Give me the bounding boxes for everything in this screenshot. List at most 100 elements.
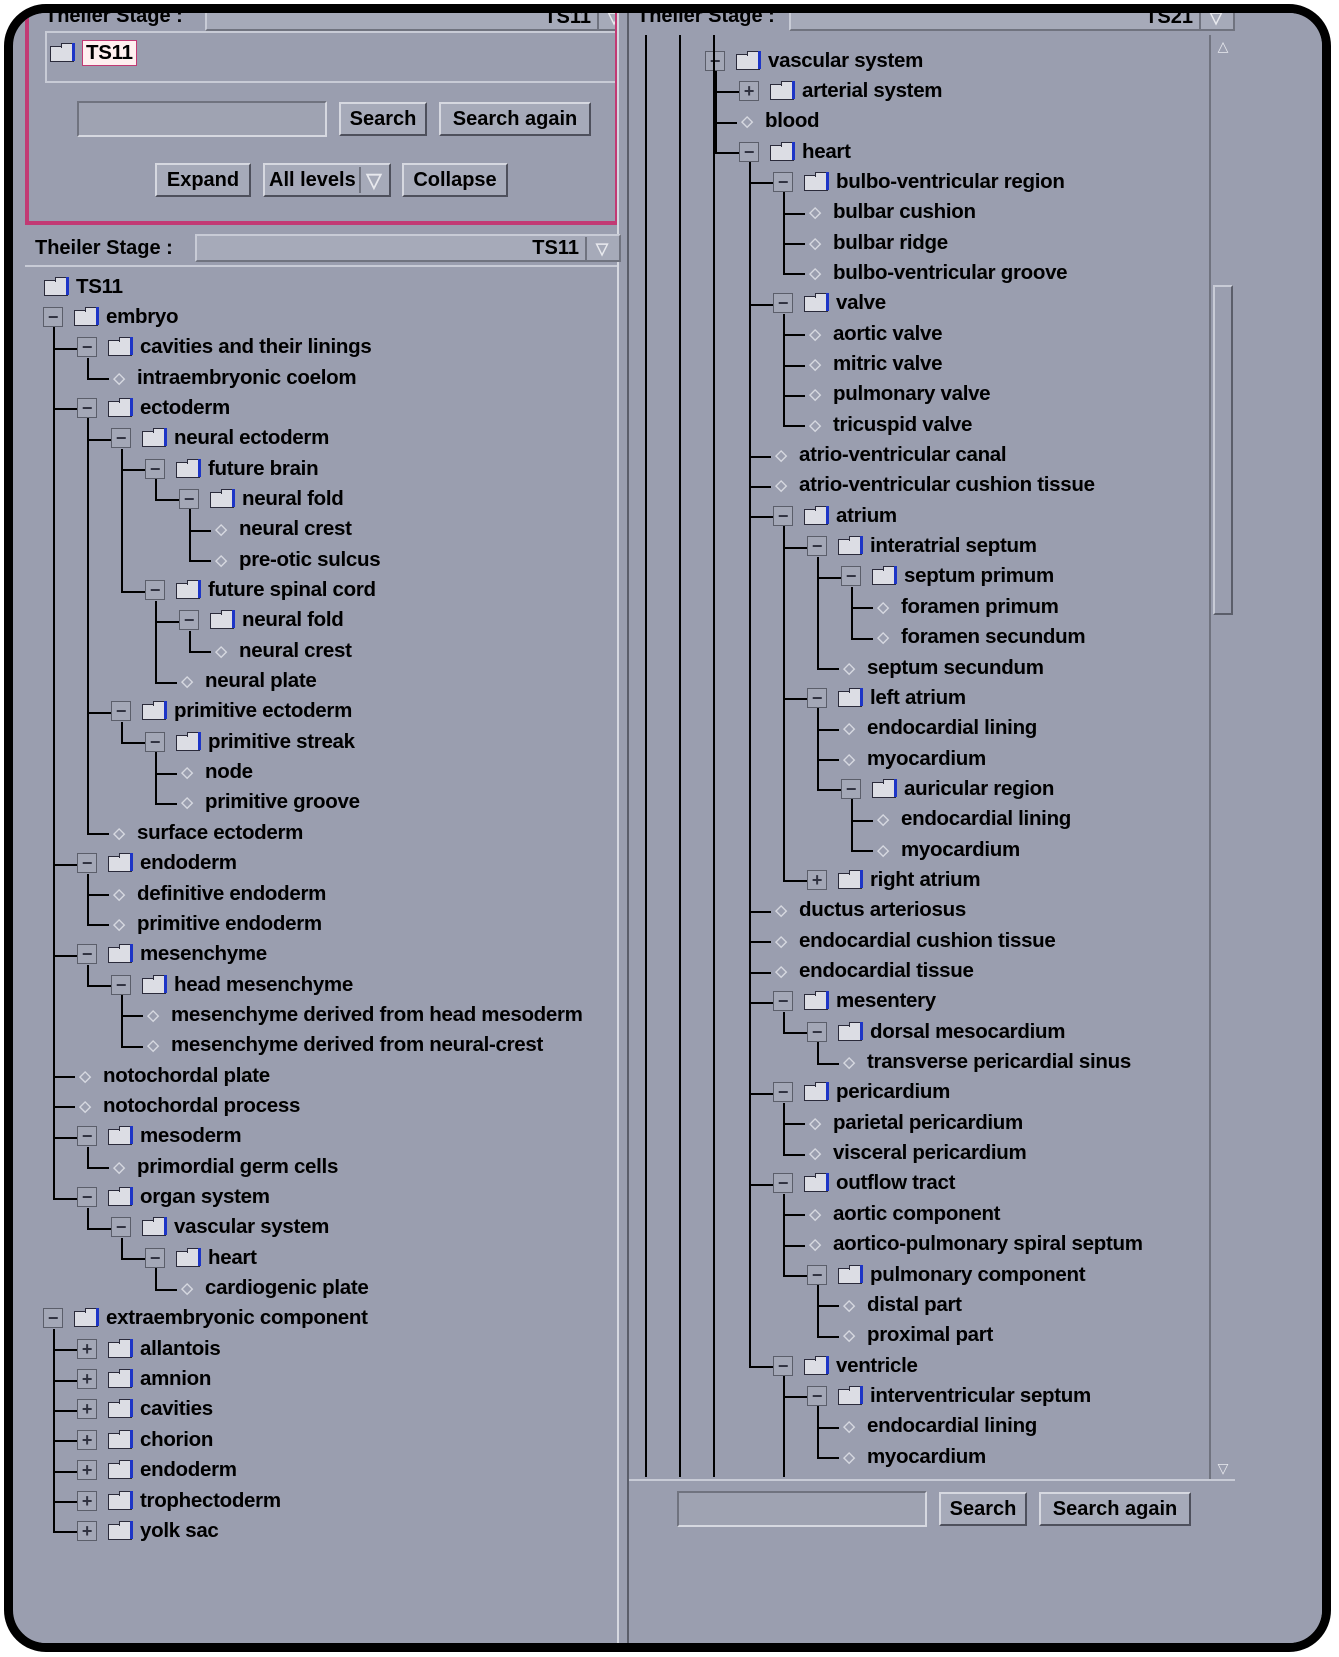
right-search-input[interactable] bbox=[677, 1491, 927, 1527]
expand-icon[interactable]: + bbox=[77, 1490, 97, 1511]
tree-node[interactable]: −extraembryonic component bbox=[43, 1303, 368, 1334]
scroll-thumb[interactable] bbox=[1213, 285, 1233, 615]
tree-node[interactable]: ◇septum secundum bbox=[841, 652, 1044, 683]
tree-node[interactable]: +endoderm bbox=[77, 1455, 237, 1486]
tree-node[interactable]: ◇distal part bbox=[841, 1289, 962, 1320]
tree-node[interactable]: −primitive streak bbox=[145, 726, 355, 757]
tree-node[interactable]: +trophectoderm bbox=[77, 1485, 281, 1516]
collapse-icon[interactable]: − bbox=[807, 1385, 827, 1406]
tree-node[interactable]: ◇atrio-ventricular cushion tissue bbox=[773, 470, 1095, 501]
expand-icon[interactable]: + bbox=[807, 869, 827, 890]
tree-node[interactable]: −mesentery bbox=[773, 986, 936, 1017]
tree-node[interactable]: ◇mesenchyme derived from neural-crest bbox=[145, 1030, 543, 1061]
collapse-icon[interactable]: − bbox=[77, 853, 97, 874]
collapse-icon[interactable]: − bbox=[773, 505, 793, 526]
tree-node[interactable]: ◇pre-otic sulcus bbox=[213, 544, 380, 575]
tree-node[interactable]: ◇parietal pericardium bbox=[807, 1107, 1023, 1138]
collapse-icon[interactable]: − bbox=[77, 1187, 97, 1207]
collapse-icon[interactable]: − bbox=[841, 566, 861, 587]
tree-node[interactable]: −head mesenchyme bbox=[111, 969, 353, 1000]
tree-node[interactable]: ◇primitive groove bbox=[179, 787, 360, 818]
tree-node[interactable]: ◇myocardium bbox=[841, 1441, 986, 1472]
collapse-icon[interactable]: − bbox=[145, 458, 165, 479]
expand-icon[interactable]: + bbox=[739, 80, 759, 101]
tree-node[interactable]: ◇ductus arteriosus bbox=[773, 895, 966, 926]
tree-node[interactable]: −embryo bbox=[43, 301, 179, 332]
collapse-icon[interactable]: − bbox=[77, 337, 97, 358]
tree-node[interactable]: TS11 bbox=[43, 271, 123, 302]
tree-node[interactable]: ◇endocardial lining bbox=[841, 1411, 1037, 1442]
collapse-icon[interactable]: − bbox=[739, 141, 759, 162]
expand-icon[interactable]: + bbox=[77, 1338, 97, 1359]
tree-node[interactable]: ◇aortic component bbox=[807, 1198, 1000, 1229]
collapse-icon[interactable]: − bbox=[807, 1021, 827, 1042]
tree-node[interactable]: −mesoderm bbox=[77, 1121, 242, 1152]
tree-node[interactable]: −pericardium bbox=[773, 1077, 950, 1108]
tree-node[interactable]: ◇foramen primum bbox=[875, 591, 1058, 622]
tree-node[interactable]: ◇neural crest bbox=[213, 635, 352, 666]
tree-node[interactable]: −interatrial septum bbox=[807, 531, 1037, 562]
tree-node[interactable]: −neural ectoderm bbox=[111, 423, 329, 454]
collapse-icon[interactable]: − bbox=[145, 580, 165, 600]
tree-node[interactable]: ◇notochordal process bbox=[77, 1090, 300, 1121]
tree-node[interactable]: ◇myocardium bbox=[875, 834, 1020, 865]
scroll-up-icon[interactable]: △ bbox=[1217, 38, 1229, 54]
tree-node[interactable]: ◇mesenchyme derived from head mesoderm bbox=[145, 999, 583, 1030]
collapse-icon[interactable]: − bbox=[773, 991, 793, 1012]
tree-node[interactable]: ◇cardiogenic plate bbox=[179, 1273, 368, 1304]
collapse-icon[interactable]: − bbox=[773, 1082, 793, 1103]
collapse-icon[interactable]: − bbox=[111, 974, 131, 995]
tree-node[interactable]: −endoderm bbox=[77, 848, 237, 879]
tree-node[interactable]: ◇bulbar ridge bbox=[807, 227, 948, 258]
tree-node[interactable]: −interventricular septum bbox=[807, 1380, 1091, 1411]
expand-icon[interactable]: + bbox=[77, 1369, 97, 1390]
collapse-icon[interactable]: − bbox=[111, 428, 131, 449]
tree-node[interactable]: −heart bbox=[145, 1242, 257, 1273]
tree-node[interactable]: ◇bulbo-ventricular groove bbox=[807, 257, 1067, 288]
tree-node[interactable]: −neural fold bbox=[179, 483, 344, 514]
collapse-icon[interactable]: − bbox=[77, 397, 97, 418]
expand-icon[interactable]: + bbox=[77, 1429, 97, 1450]
tree-node[interactable]: ◇tricuspid valve bbox=[807, 409, 972, 440]
tree-node[interactable]: −bulbo-ventricular region bbox=[773, 166, 1065, 197]
tree-node[interactable]: +left ventricle bbox=[807, 1471, 987, 1477]
tree-node[interactable]: −ventricle bbox=[773, 1350, 918, 1381]
tree-node[interactable]: +amnion bbox=[77, 1364, 211, 1395]
collapse-icon[interactable]: − bbox=[43, 306, 63, 327]
scroll-down-icon[interactable]: ▽ bbox=[1217, 1460, 1229, 1476]
tree-node[interactable]: ◇aortic valve bbox=[807, 318, 942, 349]
top-search-button[interactable]: Search bbox=[339, 102, 427, 136]
dropdown-icon[interactable]: ▽ bbox=[1199, 13, 1231, 30]
tree-node[interactable]: −outflow tract bbox=[773, 1168, 955, 1199]
tree-node[interactable]: ◇myocardium bbox=[841, 743, 986, 774]
tree-node[interactable]: −future brain bbox=[145, 453, 319, 484]
tree-node[interactable]: ◇neural plate bbox=[179, 666, 316, 697]
tree-node[interactable]: ◇notochordal plate bbox=[77, 1060, 270, 1091]
tree-node[interactable]: ◇mitric valve bbox=[807, 349, 942, 380]
collapse-icon[interactable]: − bbox=[705, 50, 725, 71]
collapse-icon[interactable]: − bbox=[145, 731, 165, 752]
tree-node[interactable]: ◇aortico-pulmonary spiral septum bbox=[807, 1229, 1143, 1260]
tree-node[interactable]: ◇definitive endoderm bbox=[111, 878, 326, 909]
levels-select[interactable]: All levels ▽ bbox=[263, 163, 391, 197]
tree-node[interactable]: ◇bulbar cushion bbox=[807, 197, 976, 228]
collapse-icon[interactable]: − bbox=[773, 1355, 793, 1376]
tree-node[interactable]: +allantois bbox=[77, 1333, 221, 1364]
right-search-again-button[interactable]: Search again bbox=[1039, 1492, 1191, 1526]
collapse-icon[interactable]: − bbox=[773, 293, 793, 314]
tree-node[interactable]: ◇endocardial lining bbox=[875, 804, 1071, 835]
tree-node[interactable]: −left atrium bbox=[807, 682, 966, 713]
tree-node[interactable]: ◇surface ectoderm bbox=[111, 817, 303, 848]
collapse-icon[interactable]: − bbox=[841, 778, 861, 799]
tree-node[interactable]: −future spinal cord bbox=[145, 575, 376, 606]
tree-node[interactable]: −septum primum bbox=[841, 561, 1054, 592]
collapse-icon[interactable]: − bbox=[111, 701, 131, 722]
tree-node[interactable]: −primitive ectoderm bbox=[111, 696, 352, 727]
right-stage-select[interactable]: TS21 ▽ bbox=[789, 13, 1235, 31]
collapse-icon[interactable]: − bbox=[77, 1126, 97, 1147]
tree-node[interactable]: ◇proximal part bbox=[841, 1320, 993, 1351]
collapse-icon[interactable]: − bbox=[807, 687, 827, 708]
collapse-icon[interactable]: − bbox=[111, 1217, 131, 1238]
tree-node[interactable]: −mesenchyme bbox=[77, 939, 267, 970]
collapse-icon[interactable]: − bbox=[773, 1173, 793, 1194]
